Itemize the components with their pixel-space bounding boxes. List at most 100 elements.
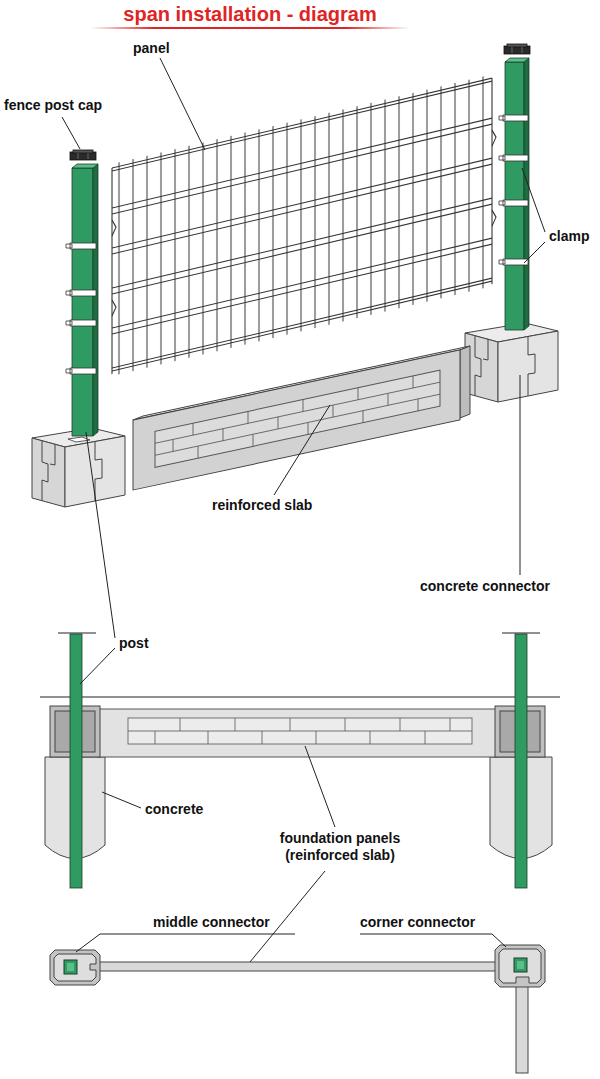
- fence-post-cap: [512, 47, 513, 53]
- reinforced-slab: [173, 439, 174, 451]
- slab-bricks: [180, 718, 181, 731]
- slab-bricks: [425, 731, 426, 744]
- clamp: [499, 115, 528, 265]
- fence-post-cap: [70, 150, 96, 160]
- reinforced-slab: [308, 422, 309, 434]
- reinforced-slab: [155, 370, 440, 467]
- middle-connector-plan: [50, 950, 100, 985]
- corner-connector-plan: [495, 945, 545, 987]
- mesh-panel: [112, 78, 492, 168]
- fence-post: [72, 164, 98, 168]
- clamp: [499, 259, 528, 265]
- slab-bricks: [155, 731, 156, 744]
- clamp: [66, 290, 96, 296]
- fence-post-cap: [88, 153, 89, 159]
- mesh-panel: [112, 73, 496, 376]
- reinforced-slab: [413, 376, 414, 388]
- mesh-panel: [112, 77, 496, 374]
- mesh-panel: [112, 238, 492, 328]
- reinforced-slab: [418, 399, 419, 411]
- part-label: clamp: [549, 228, 589, 245]
- reinforced-slab: [460, 346, 470, 418]
- reinforced-slab: [133, 350, 460, 490]
- reinforced-slab: [303, 400, 304, 412]
- mesh-panel: [112, 74, 492, 376]
- slab-bricks: [290, 718, 291, 731]
- slab-bricks: [128, 718, 472, 744]
- concrete-connector-block: [498, 331, 558, 402]
- leader-line: [522, 168, 545, 232]
- slab-bricks: [235, 718, 236, 731]
- part-label: corner connector: [360, 914, 475, 931]
- part-label: reinforced slab: [212, 497, 312, 514]
- fence-post: [72, 168, 93, 436]
- mesh-panel: [112, 158, 492, 248]
- fence-post: [93, 164, 98, 436]
- post-section: [515, 634, 527, 888]
- fence-post: [72, 164, 98, 436]
- concrete-connector-block: [95, 441, 102, 501]
- leader-line: [274, 405, 330, 495]
- fence-post: [524, 58, 529, 330]
- reinforced-slab: [248, 411, 249, 423]
- fence-post-cap: [78, 153, 79, 159]
- leader-line: [80, 648, 115, 684]
- mesh-panel: [112, 209, 496, 316]
- corner-connector-plan: [495, 945, 545, 987]
- part-label: middle connector: [153, 914, 270, 931]
- clamp: [499, 115, 528, 121]
- slab-bricks: [262, 731, 263, 744]
- leader-line: [102, 792, 141, 808]
- mesh-panel: [112, 244, 492, 334]
- fence-post-cap: [73, 150, 93, 153]
- mesh-panel: [491, 78, 492, 284]
- reinforced-slab: [388, 393, 389, 405]
- mesh-panel: [112, 124, 492, 214]
- middle-connector-plan: [50, 950, 100, 985]
- clamp: [66, 320, 96, 326]
- part-label: concrete connector: [420, 578, 550, 595]
- slab-bricks: [370, 731, 371, 744]
- mesh-panel: [112, 118, 492, 208]
- corner-connector-plan: [499, 949, 541, 983]
- post-top-tick: [58, 633, 96, 634]
- post-section: [70, 634, 527, 888]
- leader-line: [76, 934, 295, 952]
- slab-bricks: [450, 718, 451, 731]
- corner-connector-plan: [517, 961, 524, 969]
- clamp: [66, 243, 96, 374]
- leader-line: [520, 375, 521, 575]
- post-top-tick: [58, 633, 540, 634]
- title-underline: [90, 27, 410, 29]
- clamp: [66, 368, 96, 374]
- slab-bricks: [316, 731, 317, 744]
- fence-post-cap: [522, 47, 523, 53]
- reinforced-slab: [133, 350, 460, 490]
- ground-line: [40, 697, 560, 698]
- plan-slab: [90, 962, 500, 971]
- mesh-panel: [111, 168, 112, 374]
- part-label: foundation panels (reinforced slab): [265, 830, 415, 864]
- reinforced-slab: [278, 417, 279, 429]
- fence-post: [505, 62, 524, 330]
- mesh-panel: [112, 81, 492, 171]
- fence-post: [505, 58, 529, 62]
- reinforced-slab: [253, 434, 254, 446]
- concrete-connector-block: [483, 339, 488, 360]
- slab-bricks: [345, 718, 346, 731]
- leader-line: [305, 746, 335, 827]
- reinforced-slab: [155, 382, 440, 443]
- middle-connector-plan: [54, 954, 96, 981]
- mesh-panel: [112, 204, 492, 294]
- middle-connector-plan: [67, 963, 74, 971]
- reinforced-slab: [223, 429, 224, 441]
- connector-section: [50, 706, 545, 757]
- part-label: concrete: [145, 801, 203, 818]
- middle-connector-plan: [64, 960, 77, 974]
- leader-line: [86, 432, 115, 638]
- reinforced-slab: [363, 411, 364, 423]
- part-label: fence post cap: [4, 97, 102, 114]
- foundation-slab: [98, 709, 497, 757]
- plan-slab: [516, 985, 528, 1073]
